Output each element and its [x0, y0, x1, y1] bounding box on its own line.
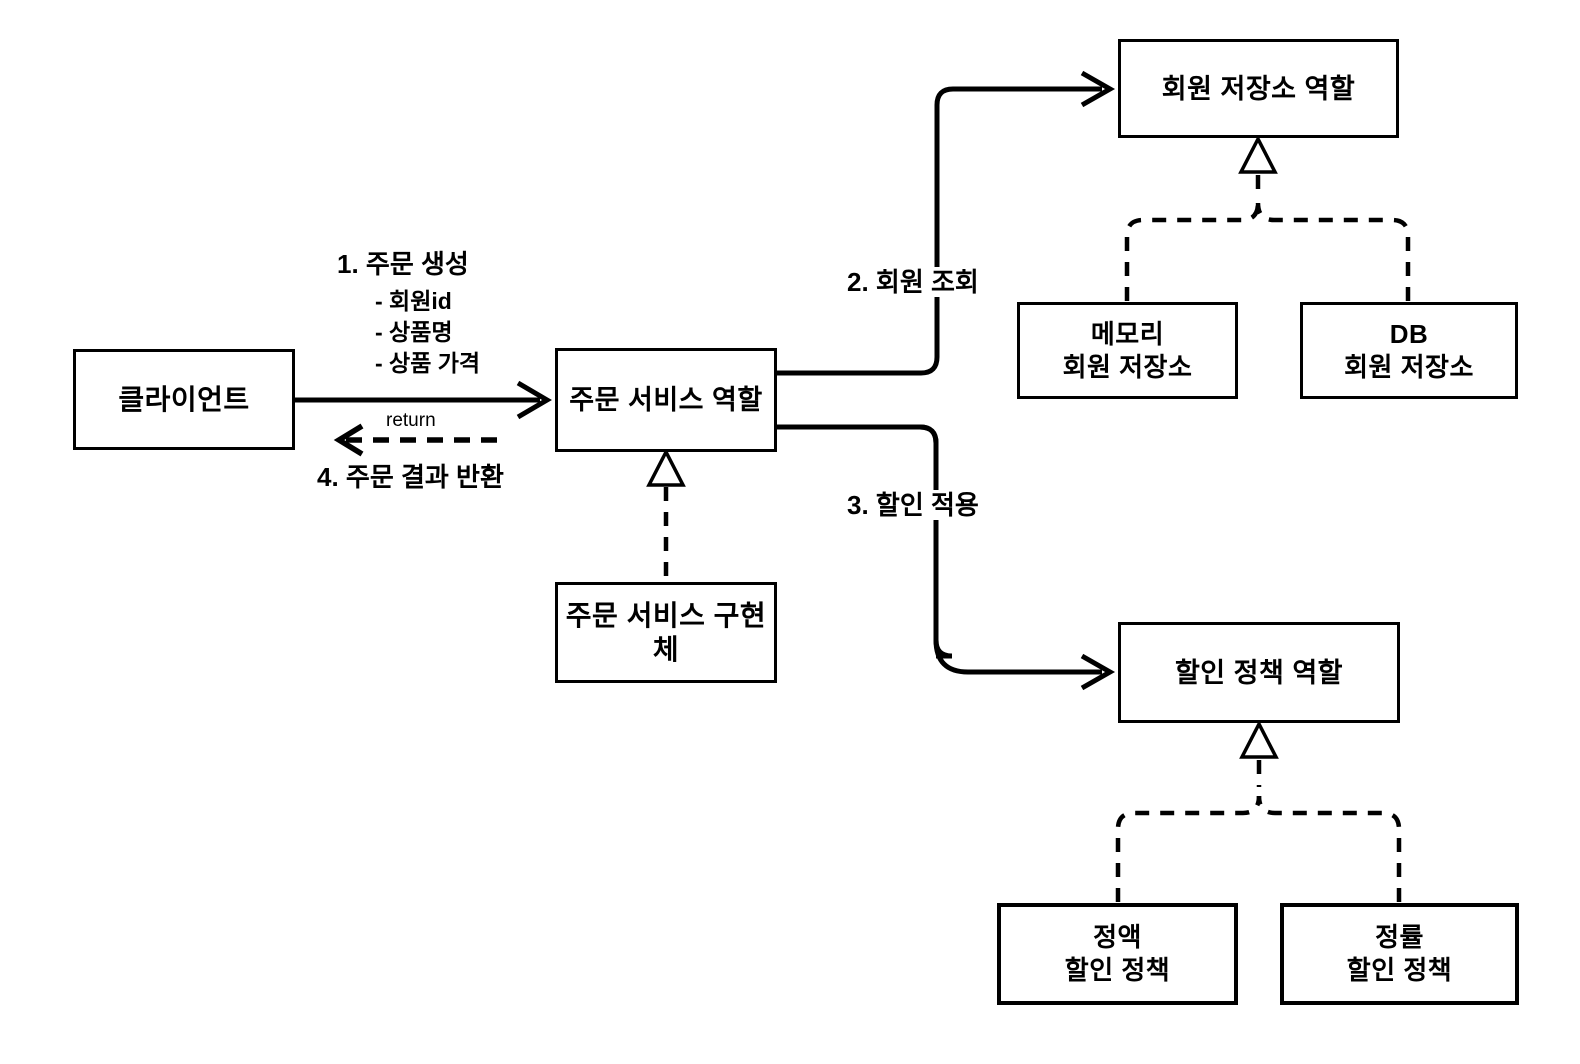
node-member-repo-role-label: 회원 저장소 역할	[1161, 73, 1356, 104]
label-step4-order-result: 4. 주문 결과 반환	[317, 462, 504, 492]
node-order-service-role-label: 주문 서비스 역할	[569, 385, 763, 415]
realization-triangle-order-service	[646, 448, 686, 487]
node-fixed-discount-policy-line2: 할인 정책	[1064, 955, 1171, 985]
node-fixed-discount-policy: 정액 할인 정책	[997, 903, 1238, 1005]
label-step1-param-member-id: - 회원id	[375, 288, 452, 314]
edge-create-order-arrow	[295, 380, 552, 420]
edge-member-repo-realizations	[1124, 135, 1411, 301]
edge-discount-policy-realizations	[1115, 720, 1402, 902]
realization-triangle-discount-policy	[1239, 720, 1279, 759]
node-discount-policy-role: 할인 정책 역할	[1118, 622, 1400, 723]
node-memory-member-repo-line1: 메모리	[1090, 318, 1165, 349]
node-rate-discount-policy-line2: 할인 정책	[1346, 955, 1453, 985]
node-rate-discount-policy: 정률 할인 정책	[1280, 903, 1519, 1005]
node-db-member-repo: DB 회원 저장소	[1300, 302, 1518, 399]
node-order-service-impl-label: 주문 서비스 구현체	[565, 599, 767, 665]
node-rate-discount-policy-line1: 정률	[1375, 922, 1424, 952]
label-step1-params: - 회원id - 상품명 - 상품 가격	[375, 286, 480, 379]
node-discount-policy-role-label: 할인 정책 역할	[1174, 657, 1344, 688]
edge-member-lookup-arrow	[777, 70, 1116, 376]
node-client: 클라이언트	[73, 349, 295, 450]
edge-impl-realization	[646, 448, 686, 581]
node-order-service-impl: 주문 서비스 구현체	[555, 582, 777, 683]
node-db-member-repo-line2: 회원 저장소	[1344, 351, 1474, 382]
label-return: return	[383, 410, 439, 432]
node-member-repo-role: 회원 저장소 역할	[1118, 39, 1399, 138]
node-memory-member-repo-line2: 회원 저장소	[1062, 351, 1193, 382]
label-step2-member-lookup: 2. 회원 조회	[842, 267, 984, 297]
label-step1-param-item-name: - 상품명	[375, 319, 453, 345]
node-memory-member-repo: 메모리 회원 저장소	[1017, 302, 1238, 399]
node-db-member-repo-line1: DB	[1389, 318, 1429, 349]
label-step3-apply-discount: 3. 할인 적용	[842, 490, 984, 520]
node-client-label: 클라이언트	[118, 383, 250, 415]
node-fixed-discount-policy-line1: 정액	[1093, 922, 1142, 952]
node-order-service-role: 주문 서비스 역할	[555, 348, 777, 452]
label-step1-create-order: 1. 주문 생성	[337, 249, 469, 279]
edge-return-arrow	[333, 423, 497, 457]
edge-apply-discount-arrow	[777, 424, 1116, 691]
realization-triangle-member-repo	[1238, 135, 1278, 174]
label-step1-param-item-price: - 상품 가격	[375, 350, 481, 376]
